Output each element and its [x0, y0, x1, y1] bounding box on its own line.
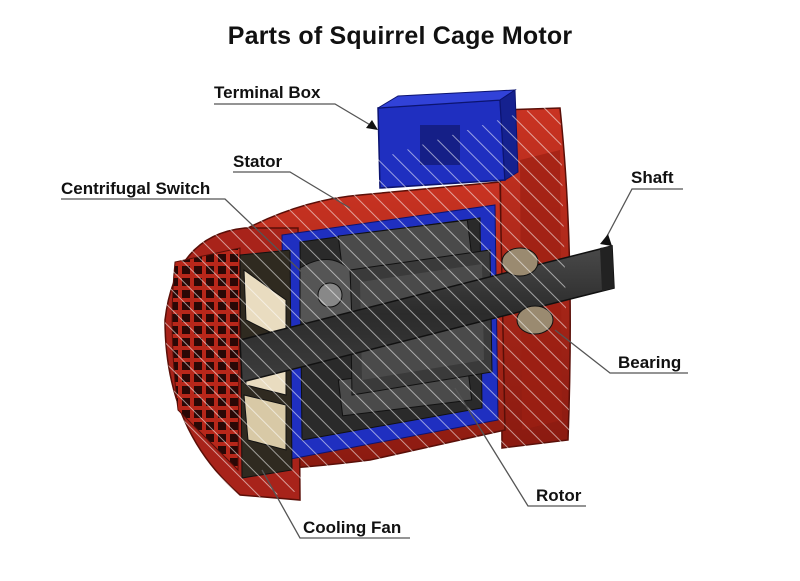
label-stator: Stator: [233, 152, 283, 171]
leader-shaft: [604, 188, 683, 241]
leader-terminal-box: [214, 103, 373, 127]
label-shaft: Shaft: [631, 168, 674, 187]
leader-centrifugal-switch: [61, 198, 311, 281]
label-centrifugal-switch: Centrifugal Switch: [61, 179, 211, 198]
leader-bearing: [554, 329, 688, 374]
leader-rotor: [454, 387, 586, 507]
label-rotor: Rotor: [536, 486, 582, 505]
label-bearing: Bearing: [618, 353, 682, 372]
page-title: Parts of Squirrel Cage Motor: [227, 22, 573, 50]
label-terminal-box: Terminal Box: [214, 83, 321, 102]
leader-lines: [61, 103, 688, 539]
section-hatch: [165, 100, 570, 500]
leader-stator: [233, 171, 351, 209]
leader-cooling-fan: [261, 469, 410, 539]
label-cooling-fan: Cooling Fan: [303, 518, 402, 537]
leader-arrowheads: [366, 120, 612, 246]
